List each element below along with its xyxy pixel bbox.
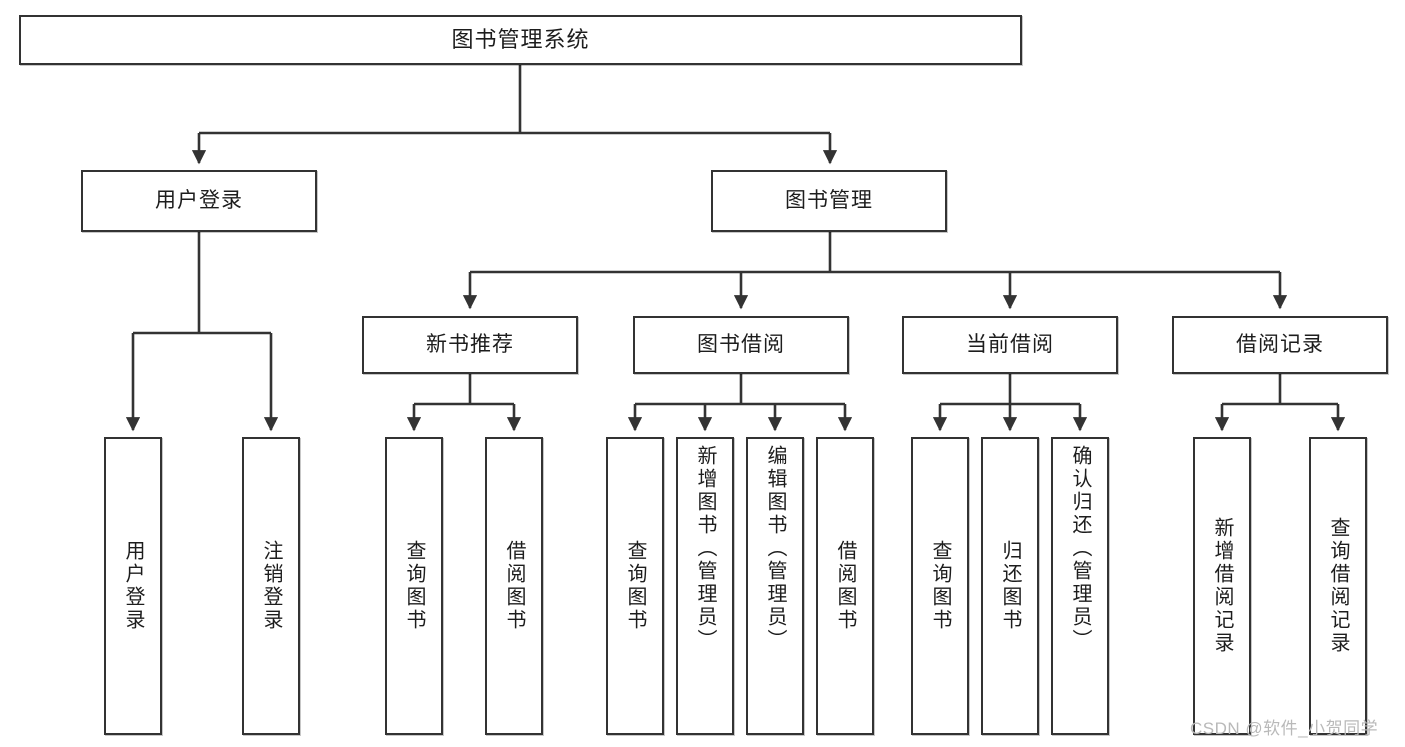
node-leaf-borrow-book-1[interactable]: 借阅图书 (485, 437, 543, 735)
node-current-borrow[interactable]: 当前借阅 (902, 316, 1118, 374)
node-book-manage[interactable]: 图书管理 (711, 170, 947, 232)
node-leaf-add-book-label: 新增图书（管理员） (694, 445, 716, 652)
node-leaf-add-record[interactable]: 新增借阅记录 (1193, 437, 1251, 735)
node-borrow-record[interactable]: 借阅记录 (1172, 316, 1388, 374)
node-leaf-borrow-book-2[interactable]: 借阅图书 (816, 437, 874, 735)
node-leaf-borrow-book-1-label: 借阅图书 (503, 540, 525, 632)
node-current-borrow-label: 当前借阅 (966, 332, 1054, 356)
node-leaf-edit-book[interactable]: 编辑图书（管理员） (746, 437, 804, 735)
node-leaf-return-book[interactable]: 归还图书 (981, 437, 1039, 735)
node-leaf-user-login[interactable]: 用户登录 (104, 437, 162, 735)
node-leaf-query-book-3[interactable]: 查询图书 (911, 437, 969, 735)
node-book-borrow-label: 图书借阅 (697, 332, 785, 356)
node-book-borrow[interactable]: 图书借阅 (633, 316, 849, 374)
node-leaf-query-record[interactable]: 查询借阅记录 (1309, 437, 1367, 735)
node-new-book-rec[interactable]: 新书推荐 (362, 316, 578, 374)
node-leaf-user-logout-label: 注销登录 (260, 540, 282, 632)
node-user-login-label: 用户登录 (155, 188, 243, 212)
node-borrow-record-label: 借阅记录 (1236, 332, 1324, 356)
node-new-book-rec-label: 新书推荐 (426, 332, 514, 356)
node-book-manage-label: 图书管理 (785, 188, 873, 212)
node-user-login[interactable]: 用户登录 (81, 170, 317, 232)
node-leaf-return-book-label: 归还图书 (999, 540, 1021, 632)
node-leaf-query-book-3-label: 查询图书 (929, 540, 951, 632)
node-leaf-query-record-label: 查询借阅记录 (1327, 517, 1349, 655)
node-leaf-query-book-1-label: 查询图书 (403, 540, 425, 632)
node-leaf-edit-book-label: 编辑图书（管理员） (764, 445, 786, 652)
node-leaf-query-book-2-label: 查询图书 (624, 540, 646, 632)
node-leaf-user-login-label: 用户登录 (122, 540, 144, 632)
node-leaf-query-book-1[interactable]: 查询图书 (385, 437, 443, 735)
node-leaf-query-book-2[interactable]: 查询图书 (606, 437, 664, 735)
node-leaf-borrow-book-2-label: 借阅图书 (834, 540, 856, 632)
node-root-label: 图书管理系统 (451, 27, 590, 53)
node-leaf-user-logout[interactable]: 注销登录 (242, 437, 300, 735)
node-leaf-add-book[interactable]: 新增图书（管理员） (676, 437, 734, 735)
node-root[interactable]: 图书管理系统 (19, 15, 1022, 65)
node-leaf-confirm-return-label: 确认归还（管理员） (1069, 445, 1091, 652)
csdn-watermark: CSDN @软件_小贺同学 (1190, 719, 1379, 738)
node-leaf-confirm-return[interactable]: 确认归还（管理员） (1051, 437, 1109, 735)
node-leaf-add-record-label: 新增借阅记录 (1211, 517, 1233, 655)
